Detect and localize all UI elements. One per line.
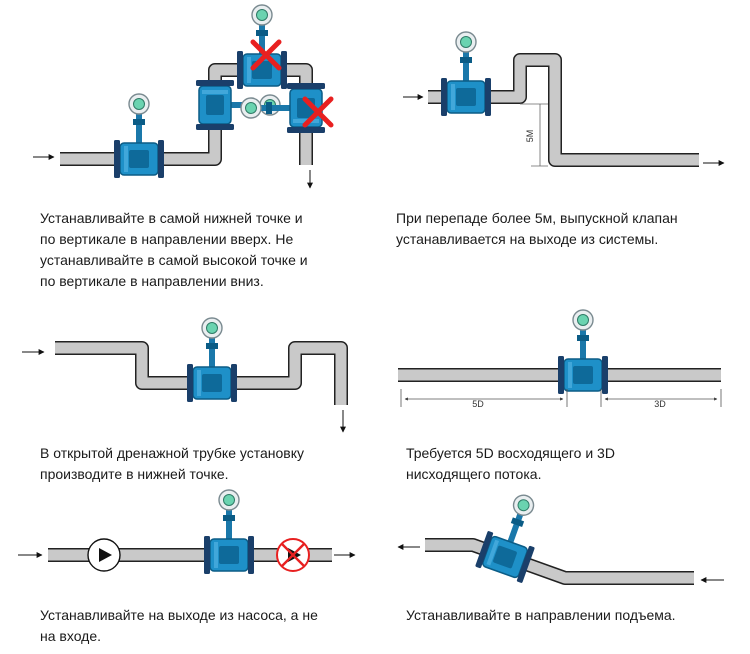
pipe-run [425, 538, 694, 585]
flowmeter-icon [203, 489, 255, 575]
flowmeter-icon [186, 317, 238, 403]
dimension-upstream: 5D [400, 389, 568, 409]
panel-open-drain [22, 317, 348, 433]
caption-straight-runs: Требуется 5D восходящего и 3D нисходящег… [406, 445, 615, 482]
caption-drop-over-5m: При перепаде более 5м, выпускной клапан … [396, 210, 678, 247]
caption-pump-outlet: Устанавливайте на выходе из насоса, а не… [40, 607, 318, 644]
flowmeter-icon [557, 309, 609, 395]
downstream-label: 3D [654, 399, 666, 409]
upstream-label: 5D [472, 399, 484, 409]
panel-pump-outlet [18, 489, 356, 575]
panel-lowest-point [33, 4, 331, 189]
panel-upward-flow [397, 486, 724, 585]
caption-lowest-point: Устанавливайте в самой нижней точке и по… [40, 210, 308, 289]
flowmeter-icon [113, 93, 165, 179]
caption-open-drain: В открытой дренажной трубке установку пр… [40, 445, 304, 482]
caption-upward-flow: Устанавливайте в направлении подъема. [406, 607, 676, 623]
valve-icon [276, 538, 310, 572]
height-label: 5M [525, 130, 535, 143]
panel-drop-over-5m: 5M [403, 31, 725, 167]
dimension-downstream: 3D [600, 389, 722, 409]
pipe-run [55, 341, 348, 405]
height-dimension: 5M [520, 103, 548, 167]
pump-icon [87, 538, 121, 572]
flowmeter-icon [440, 31, 492, 117]
panel-straight-runs: 5D 3D [398, 309, 722, 409]
flowmeter-icon [236, 4, 288, 90]
pipe-run [428, 53, 699, 167]
